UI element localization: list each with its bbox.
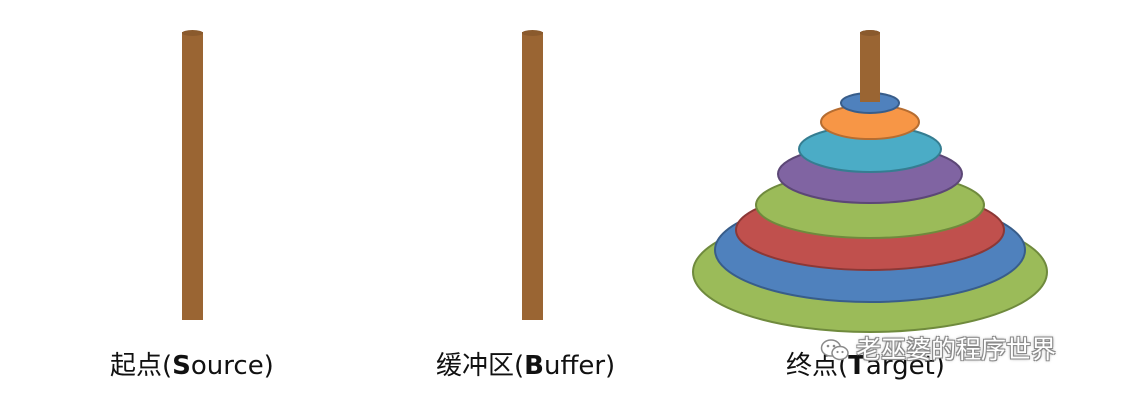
wechat-icon (820, 339, 849, 361)
label-source: 起点(Source) (110, 351, 274, 381)
label-buffer: 缓冲区(Buffer) (436, 351, 616, 381)
peg-source (182, 30, 203, 320)
peg-buffer (522, 30, 543, 320)
watermark-text: 老巫婆的程序世界 (856, 335, 1057, 364)
watermark: 老巫婆的程序世界 (820, 330, 1056, 366)
disk-stack (692, 30, 1048, 333)
label-target: 终点(Target) (786, 351, 945, 381)
